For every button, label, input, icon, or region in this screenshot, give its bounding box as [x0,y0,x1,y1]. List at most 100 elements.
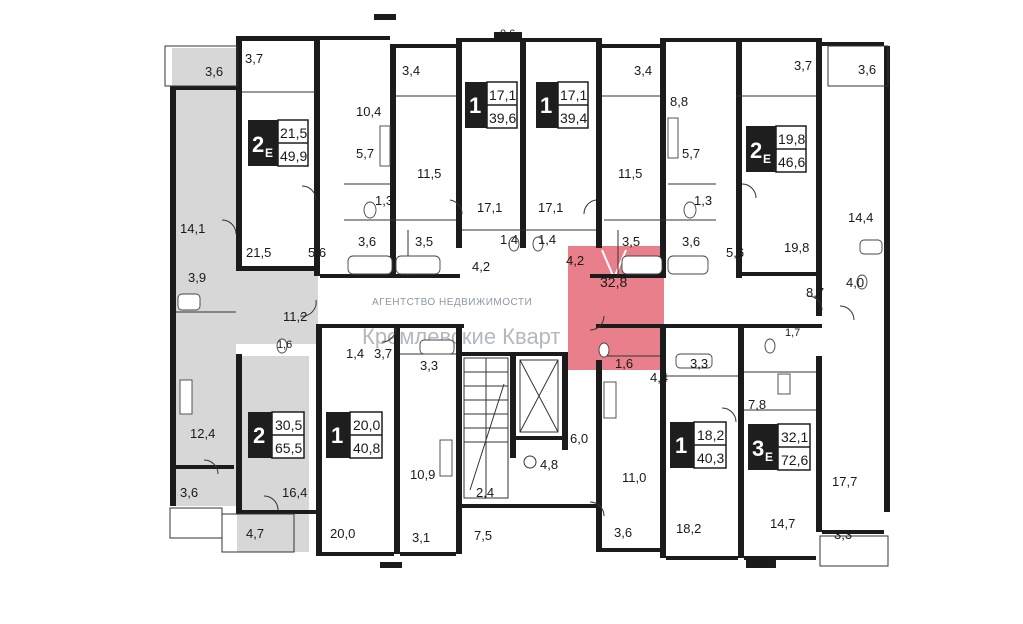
room-area-label: 10,4 [356,104,381,119]
toilet-icon [683,201,697,219]
toilet-icon [532,236,544,252]
svg-text:40,3: 40,3 [697,450,724,466]
room-area-label: 7,8 [748,397,766,412]
apartment-badge: 1 20,0 40,8 [326,411,383,459]
bathtub-icon [675,353,713,369]
room-area-label: 4,4 [650,370,668,385]
svg-text:46,6: 46,6 [778,154,805,170]
toilet-icon [764,338,776,354]
apartment-badge: 3 E 32,1 72,6 [748,423,811,471]
svg-text:2: 2 [750,138,762,163]
fixtures [177,117,883,499]
bathtub-icon [419,339,455,355]
toilet-icon [363,201,377,219]
room-area-label: 5,6 [308,245,326,260]
room-area-label: 3,6 [614,525,632,540]
room-area-label: 1,3 [375,193,393,208]
apartment-badge: 1 17,1 39,6 [465,81,518,129]
bathtub-icon [621,255,663,275]
stove-icon [777,373,791,395]
room-area-label: 8,7 [806,285,824,300]
room-area-label: 4,8 [540,457,558,472]
room-area-label: 4,2 [472,259,490,274]
toilet-icon [508,236,520,252]
svg-text:1: 1 [540,93,552,118]
room-area-label: 3,3 [420,358,438,373]
room-area-label: 4,0 [846,275,864,290]
svg-text:17,1: 17,1 [560,87,587,103]
toilet-icon [856,274,868,290]
svg-text:39,4: 39,4 [560,110,587,126]
svg-text:1: 1 [469,93,481,118]
room-area-label: 20,0 [330,526,355,541]
svg-text:1: 1 [675,433,687,458]
drain-icon [523,455,537,469]
apartment-badge: 2 E 21,5 49,9 [248,119,309,167]
apartment-badge: 1 18,2 40,3 [670,421,727,469]
room-area-label: 11,5 [417,166,441,181]
stove-icon [179,379,193,415]
svg-text:18,2: 18,2 [697,427,724,443]
room-area-label: 11,2 [283,309,307,324]
elevator-shaft [519,359,559,433]
svg-text:39,6: 39,6 [489,110,516,126]
room-area-label: 17,1 [477,200,502,215]
staircase [463,357,509,499]
apartment-badge: 2 E 19,8 46,6 [746,125,807,173]
stove-icon [439,439,453,477]
room-area-label: 7,5 [474,528,492,543]
svg-text:17,1: 17,1 [489,87,516,103]
svg-text:20,0: 20,0 [353,417,380,433]
svg-text:E: E [763,152,771,166]
stove-icon [603,381,617,419]
svg-text:E: E [265,146,273,160]
walls [170,14,890,568]
room-area-label: 3,7 [245,51,263,66]
room-area-label: 5,7 [356,146,374,161]
room-area-label: 17,1 [538,200,563,215]
door-swings [203,183,855,517]
svg-text:40,8: 40,8 [353,440,380,456]
room-area-label: 3,9 [188,270,206,285]
room-area-label: 1,4 [500,232,518,247]
room-area-label: 14,4 [848,210,873,225]
room-area-label: 1,3 [694,193,712,208]
room-area-label: 12,4 [190,426,215,441]
stove-icon [667,117,679,159]
svg-text:49,9: 49,9 [280,148,307,164]
room-area-label: 32,8 [600,274,627,290]
room-area-label: 3,7 [374,346,392,361]
room-area-label: 21,5 [246,245,271,260]
room-area-label: 3,5 [622,234,640,249]
room-area-label: 0,6 [500,28,515,40]
room-area-label: 3,4 [402,63,420,78]
bathtub-icon [347,255,393,275]
room-area-label: 3,3 [690,356,708,371]
room-area-label: 1,4 [538,232,556,247]
svg-text:3: 3 [752,436,764,461]
svg-text:19,8: 19,8 [778,131,805,147]
svg-text:2: 2 [253,423,265,448]
room-area-label: 3,1 [412,530,430,545]
room-labels: 3,6 3,7 3,4 0,6 3,4 3,7 3,6 10,4 5,7 11,… [180,28,876,568]
room-area-label: 1,6 [277,339,292,351]
room-area-label: 3,6 [358,234,376,249]
room-area-label: 3,3 [834,527,852,542]
room-area-label: 3,6 [858,62,876,77]
room-area-label: 11,5 [618,166,642,181]
room-area-label: 11,0 [622,470,646,485]
bathtub-icon [177,293,201,311]
bathtub-icon [859,239,883,255]
room-area-label: 10,9 [410,467,435,482]
room-area-label: 1,4 [346,346,364,361]
room-area-label: 18,2 [676,521,701,536]
room-area-label: 3,6 [682,234,700,249]
svg-text:65,5: 65,5 [275,440,302,456]
room-area-label: 16,4 [282,485,307,500]
stove-icon [379,125,391,167]
svg-text:2: 2 [252,132,264,157]
bathtub-icon [667,255,709,275]
bathtub-icon [395,255,441,275]
room-area-label: 4,7 [246,526,264,541]
